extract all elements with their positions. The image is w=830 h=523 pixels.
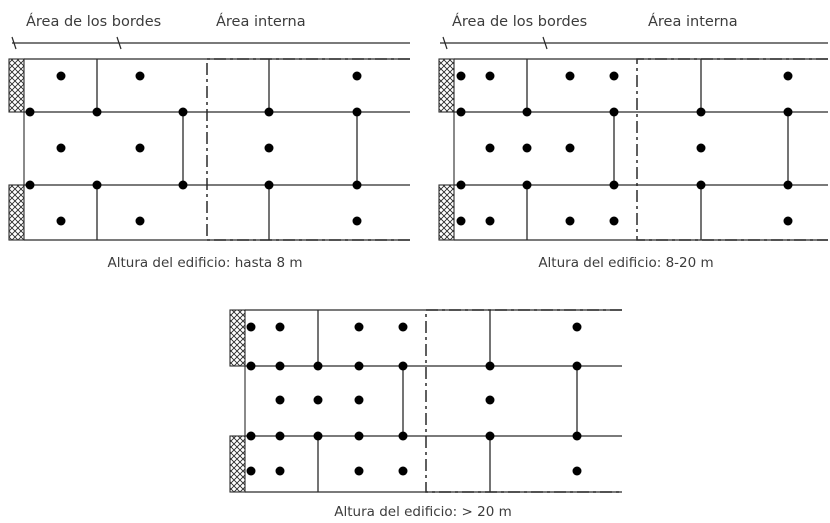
- wall-hatch: [8, 58, 25, 113]
- inner-area-label: Área interna: [648, 13, 738, 30]
- dimension-tick: [442, 36, 448, 50]
- caption: Altura del edificio: hasta 8 m: [107, 255, 302, 271]
- border-area-label: Área de los bordes: [26, 13, 161, 30]
- panel-joints: [317, 310, 578, 492]
- fasteners: [246, 322, 582, 476]
- panel-seams: [454, 58, 828, 241]
- panel-hasta-8m: Área de los bordes Área interna: [8, 13, 410, 271]
- fasteners: [25, 71, 362, 226]
- wall-hatch: [229, 309, 246, 367]
- panel-joints: [96, 59, 358, 240]
- panel-mas-de-20m: Altura del edificio: > 20 m: [229, 309, 622, 520]
- dimension-tick: [116, 36, 122, 50]
- wall-hatch: [229, 435, 246, 493]
- panel-seams: [24, 58, 410, 241]
- panel-8-20m: Área de los bordes Área interna: [438, 13, 828, 271]
- caption: Altura del edificio: > 20 m: [334, 504, 512, 520]
- wall-hatch: [8, 184, 25, 241]
- dimension-tick: [542, 36, 548, 50]
- inner-area-outline: [206, 58, 410, 241]
- inner-area-outline: [636, 58, 828, 241]
- dimension-tick: [11, 36, 17, 50]
- wall-hatch: [438, 184, 455, 241]
- fasteners: [456, 71, 793, 226]
- panel-joints: [526, 59, 789, 240]
- header: Área de los bordes Área interna: [440, 13, 828, 50]
- inner-area-outline: [425, 309, 622, 493]
- border-area-label: Área de los bordes: [452, 13, 587, 30]
- wall-hatch: [438, 58, 455, 113]
- inner-area-label: Área interna: [216, 13, 306, 30]
- panel-seams: [245, 309, 622, 493]
- caption: Altura del edificio: 8-20 m: [538, 255, 713, 271]
- header: Área de los bordes Área interna: [11, 13, 410, 50]
